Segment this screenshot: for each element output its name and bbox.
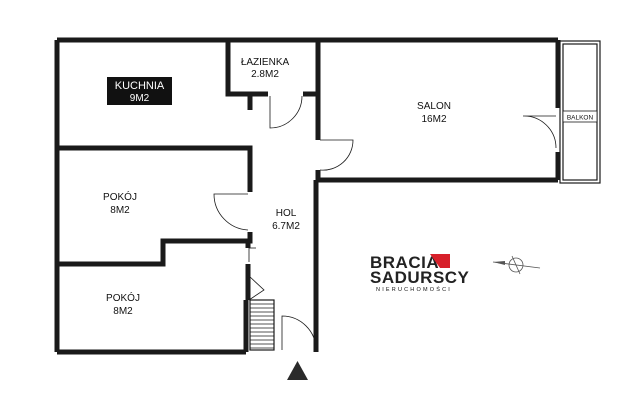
room-name-pokoj-2: POKÓJ (106, 291, 140, 304)
compass-icon (492, 255, 541, 275)
wall-bath-left (225, 40, 268, 97)
door-salon (319, 139, 354, 171)
door-bathroom (269, 95, 303, 129)
brand-accent-icon (430, 254, 450, 268)
wall-room1-top (57, 145, 253, 192)
label-bg-kuchnia (107, 77, 172, 105)
wall-room1-bottom (57, 232, 253, 267)
room-label-pokoj-1: POKÓJ 8M2 (103, 190, 137, 216)
label-bg-lazienka (235, 54, 295, 80)
stairs-outline (249, 299, 275, 351)
room-area-salon: 16M2 (421, 114, 446, 125)
brand-line2: SADURSCY (370, 268, 470, 287)
door-entrance (281, 315, 317, 351)
balcony-outline (559, 40, 601, 184)
room-name-pokoj-1: POKÓJ (103, 190, 137, 203)
brand-line1: BRACIA (370, 253, 439, 272)
stair-steps (250, 303, 274, 349)
room-name-kuchnia: KUCHNIA (115, 80, 165, 92)
room-name-lazienka: ŁAZIENKA (241, 57, 290, 68)
door-room2-leaf (248, 275, 265, 301)
label-bg-balkon (562, 110, 598, 123)
door-balcony (522, 115, 557, 149)
room-name-hol: HOL (276, 208, 297, 219)
room-label-lazienka: ŁAZIENKA 2.8M2 (235, 54, 295, 80)
room-name-salon: SALON (417, 101, 451, 112)
stairs (249, 299, 275, 351)
triangle-up-icon (287, 361, 308, 380)
room-label-hol: HOL 6.7M2 (272, 208, 300, 232)
room-area-pokoj-2: 8M2 (113, 306, 133, 317)
doors (213, 95, 557, 351)
room-label-kuchnia: KUCHNIA 9M2 (107, 77, 172, 105)
room-label-balkon: BALKON (562, 110, 598, 123)
room-area-pokoj-1: 8M2 (110, 205, 130, 216)
room-label-salon: SALON 16M2 (417, 101, 451, 125)
room-area-lazienka: 2.8M2 (251, 69, 279, 80)
room-area-hol: 6.7M2 (272, 221, 300, 232)
brand-logo: BRACIA SADURSCY NIERUCHOMOŚCI (370, 253, 470, 293)
room-label-pokoj-2: POKÓJ 8M2 (106, 291, 140, 317)
door-room1 (213, 193, 249, 231)
room-name-balkon: BALKON (567, 115, 594, 122)
room-area-kuchnia: 9M2 (130, 93, 150, 104)
walls (54, 37, 561, 355)
brand-tagline: NIERUCHOMOŚCI (376, 285, 452, 293)
